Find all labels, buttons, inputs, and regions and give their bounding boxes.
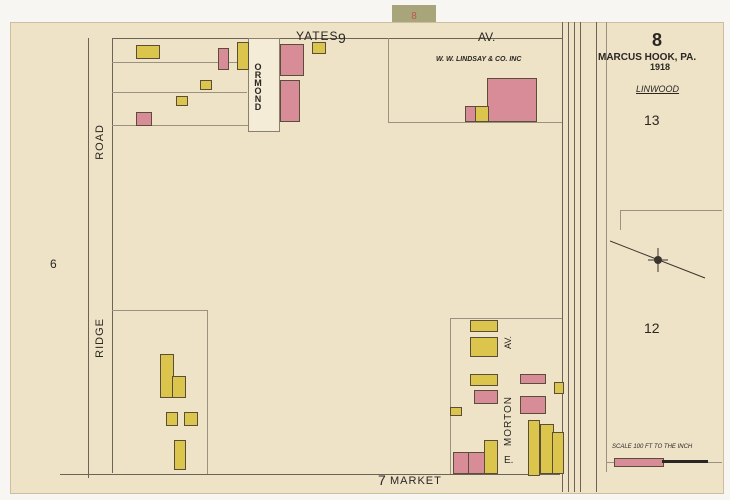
adjacent-sheet-left: 6 xyxy=(50,257,57,271)
building-brick xyxy=(520,396,546,414)
railroad-line xyxy=(568,22,569,492)
building-frame xyxy=(475,106,489,122)
street-label-morton: MORTON xyxy=(503,396,514,447)
lot-line xyxy=(207,310,208,474)
business-name: W. W. LINDSAY & CO. INC xyxy=(436,56,522,63)
building-frame xyxy=(484,440,498,474)
street-label-morton-av: AV. xyxy=(503,336,513,350)
ormond-street xyxy=(248,38,280,132)
street-label-road: ROAD xyxy=(94,124,106,160)
lot-line xyxy=(388,38,389,122)
map-year: 1918 xyxy=(650,62,671,72)
north-arrow-icon xyxy=(610,240,706,279)
lot-line xyxy=(450,318,562,319)
building-frame xyxy=(552,432,564,474)
scale-bar-black xyxy=(662,460,708,463)
property-line xyxy=(620,210,722,211)
lot-line xyxy=(112,62,247,63)
lindsay-mill-building xyxy=(487,78,537,122)
yates-av-south-edge xyxy=(112,38,562,39)
building-frame xyxy=(200,80,212,90)
ridge-road-west-edge xyxy=(88,38,89,478)
building-brick xyxy=(474,390,498,404)
market-north-edge xyxy=(60,474,560,475)
building-frame xyxy=(174,440,186,470)
lot-line xyxy=(112,125,262,126)
lot-line xyxy=(112,310,208,311)
sheet-number: 8 xyxy=(652,30,663,50)
building-frame xyxy=(554,382,564,394)
railroad-line xyxy=(574,22,575,492)
property-line xyxy=(620,210,621,230)
adjacent-sheet-bottom: 7 xyxy=(378,472,386,488)
street-label-market: MARKET xyxy=(390,475,442,487)
scale-bar-pink xyxy=(614,458,664,467)
sheet-tab-number: 8 xyxy=(411,11,417,22)
building-frame xyxy=(470,374,498,386)
building-frame xyxy=(237,42,249,70)
place-title: MARCUS HOOK, PA. xyxy=(598,52,697,63)
building-frame xyxy=(172,376,186,398)
lot-line xyxy=(112,92,247,93)
railroad-line xyxy=(596,22,597,492)
adjacent-sheet-top: 9 xyxy=(338,30,346,46)
district-label: LINWOOD xyxy=(636,84,680,94)
property-line xyxy=(606,22,607,472)
building-frame xyxy=(450,407,462,416)
building-frame xyxy=(184,412,198,426)
street-label-yates: YATES xyxy=(296,29,339,43)
adjacent-sheet-right-bottom: 12 xyxy=(644,320,660,336)
railroad-line xyxy=(580,22,581,492)
building-frame xyxy=(312,42,326,54)
building-frame xyxy=(470,320,498,332)
lot-line xyxy=(388,122,562,123)
street-label-e: E. xyxy=(504,455,514,466)
building-frame xyxy=(528,420,540,476)
building-frame xyxy=(136,45,160,59)
building-frame xyxy=(470,337,498,357)
street-label-ridge: RIDGE xyxy=(94,318,106,358)
building-brick xyxy=(520,374,546,384)
scale-label: SCALE 100 FT TO THE INCH xyxy=(612,444,693,450)
map-sheet xyxy=(10,22,724,494)
building-frame xyxy=(166,412,178,426)
building-brick xyxy=(136,112,152,126)
street-label-yates-av: AV. xyxy=(478,30,496,44)
ridge-road-east-edge xyxy=(112,38,113,473)
lot-line xyxy=(450,318,451,474)
building-brick xyxy=(280,44,304,76)
railroad-line xyxy=(562,22,563,492)
adjacent-sheet-right-top: 13 xyxy=(644,112,660,128)
street-label-ormond: ORMOND xyxy=(253,62,263,110)
building-frame xyxy=(176,96,188,106)
building-brick xyxy=(280,80,300,122)
building-brick xyxy=(218,48,229,70)
